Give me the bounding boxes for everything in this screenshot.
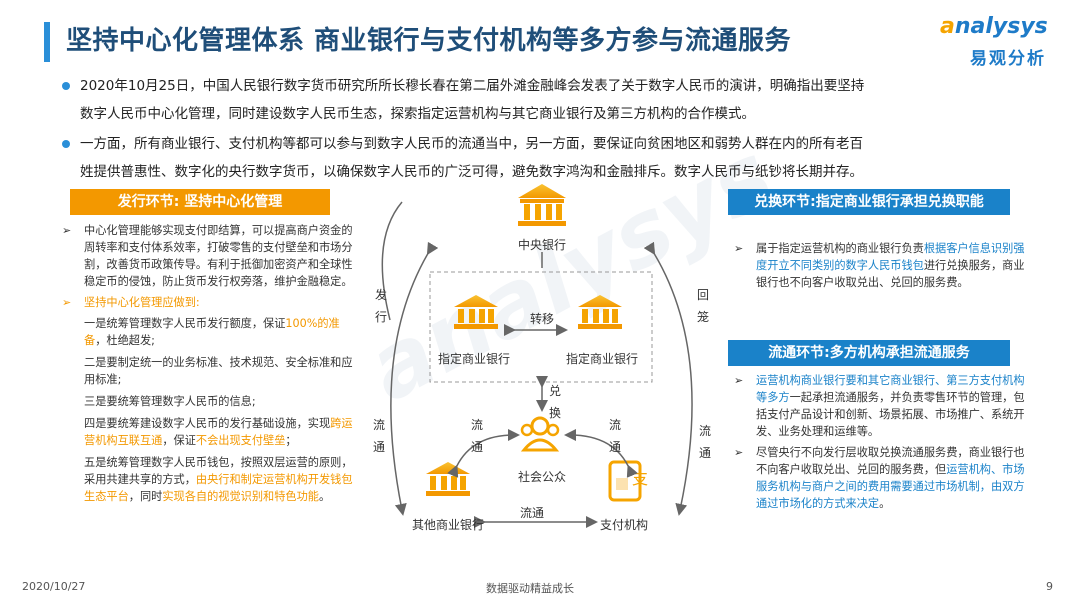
requirement-5: 五是统筹管理数字人民币钱包，按照双层运营的原则，采用共建共享的方式，由央行和制定… (84, 456, 353, 503)
page-title: 坚持中心化管理体系 商业银行与支付机构等多方参与流通服务 (66, 26, 792, 56)
logo-wordmark: analysys (940, 14, 1048, 39)
public-label: 社会公众 (517, 470, 566, 484)
designated-bank-icon-right (578, 295, 622, 329)
designated-bank-label-left: 指定商业银行 (437, 352, 510, 366)
right-flow-arrow (643, 241, 693, 516)
footer-date: 2020/10/27 (22, 580, 86, 593)
issuance-item-2: ➢坚持中心化管理应做到: (62, 296, 200, 309)
svg-text:支: 支 (632, 469, 648, 488)
public-payment-arrow (564, 429, 638, 478)
exchange-panel: ➢属于指定运营机构的商业银行负责根据客户信息识别强度开立不同类别的数字人民币钱包… (734, 240, 1034, 295)
analysys-logo: analysys 易观分析 (940, 14, 1060, 74)
requirement-3: 三是要统筹管理数字人民币的信息; (84, 395, 256, 408)
requirement-4: 四是要统筹建设数字人民币的发行基础设施，实现跨运营机构互联互通，保证不会出现支付… (84, 417, 353, 447)
exchange-label: 兑换 (548, 384, 561, 420)
designated-bank-icon-left (454, 295, 498, 329)
circulation-left-label: 流通 (372, 418, 385, 454)
public-icon (520, 416, 560, 452)
title-accent-bar (44, 22, 50, 62)
designated-bank-label-right: 指定商业银行 (565, 352, 638, 366)
requirement-1: 一是统筹管理数字人民币发行额度，保证100%的准备，杜绝超发; (84, 317, 340, 347)
issue-path (381, 201, 403, 321)
transfer-label: 转移 (529, 312, 554, 326)
intro-paragraph-2: 一方面，所有商业银行、支付机构等都可以参与到数字人民币的流通当中，另一方面，要保… (62, 130, 1054, 186)
footer-slogan: 数据驱动精益成长 (486, 582, 574, 595)
circulation-inner-left-label: 流通 (470, 418, 483, 454)
requirement-2: 二是要制定统一的业务标准、技术规范、安全标准和应用标准; (84, 356, 353, 386)
central-bank-label: 中央银行 (517, 238, 566, 252)
bullet-dot (62, 82, 70, 90)
circulation-title: 流通环节:多方机构承担流通服务 (728, 340, 1010, 366)
circulation-item-1: ➢运营机构商业银行要和其它商业银行、第三方支付机构等多方一起承担流通服务，并负责… (734, 374, 1025, 438)
issuance-item-1: ➢中心化管理能够实现支付即结算，可以提高商户资金的周转率和支付体系效率，打破零售… (62, 224, 353, 288)
circulation-panel: ➢运营机构商业银行要和其它商业银行、第三方支付机构等多方一起承担流通服务，并负责… (734, 372, 1034, 516)
central-bank-icon (518, 184, 566, 226)
payment-institution-label: 支付机构 (599, 518, 648, 532)
left-flow-arrow (390, 241, 439, 516)
circulation-inner-right-label: 流通 (608, 418, 621, 454)
circulation-right-label: 流通 (698, 424, 711, 460)
page-number: 9 (1046, 580, 1053, 593)
issuance-title: 发行环节: 坚持中心化管理 (70, 189, 330, 215)
diagram-lines: 支 (381, 184, 693, 528)
exchange-title: 兑换环节:指定商业银行承担兑换职能 (728, 189, 1010, 215)
issuance-panel: ➢中心化管理能够实现支付即结算，可以提高商户资金的周转率和支付体系效率，打破零售… (62, 222, 354, 510)
other-bank-icon (426, 462, 470, 496)
exchange-item: ➢属于指定运营机构的商业银行负责根据客户信息识别强度开立不同类别的数字人民币钱包… (734, 242, 1025, 289)
logo-chinese: 易观分析 (970, 49, 1046, 69)
public-otherbank-arrow (447, 429, 520, 478)
other-bank-label: 其他商业银行 (411, 518, 484, 532)
bullet-dot (62, 140, 70, 148)
circulation-diagram: 支 中央银行 指定商业银行 指定商业银行 转移 社会公众 其他商业银行 支付机构… (330, 180, 730, 540)
circulation-bottom-label: 流通 (519, 506, 544, 520)
issue-label: 发行 (374, 288, 387, 324)
circulation-item-2: ➢尽管央行不向发行层收取兑换流通服务费，商业银行也不向客户收取兑出、兑回的服务费… (734, 446, 1025, 510)
intro-paragraph-1: 2020年10月25日，中国人民银行数字货币研究所所长穆长春在第二届外滩金融峰会… (62, 72, 1054, 128)
return-label: 回笼 (696, 288, 709, 324)
